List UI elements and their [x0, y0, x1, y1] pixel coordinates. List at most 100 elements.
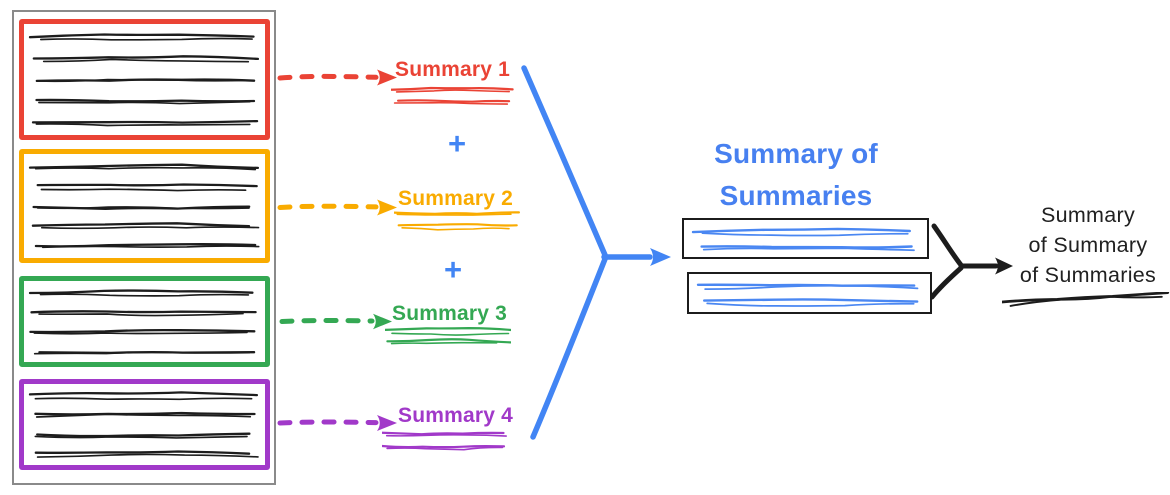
plus-sign-2: +: [443, 252, 463, 287]
document-3-arrow: [279, 318, 375, 324]
summary-1-label: Summary 1: [395, 58, 511, 81]
scribble-stroke: [30, 310, 257, 314]
scribble-stroke: [386, 446, 504, 451]
merge-arrowhead-icon: [650, 248, 671, 266]
scribble-stroke: [31, 119, 259, 124]
summary-3-scribble: [385, 326, 511, 345]
scribble-stroke: [36, 206, 250, 210]
scribble-stroke: [34, 435, 248, 439]
document-1-arrow: [277, 73, 379, 81]
scribble-stroke: [396, 213, 512, 216]
scribble-stroke: [386, 338, 511, 344]
sos-title-line2: Summaries: [719, 180, 873, 211]
scribble-stroke: [691, 227, 911, 234]
scribble-stroke: [40, 188, 247, 192]
document-box-3: [19, 276, 270, 367]
scribble-stroke: [41, 245, 260, 249]
final-merge-line-top: [931, 223, 964, 268]
scribble-stroke: [36, 453, 259, 458]
scribble-stroke: [28, 289, 254, 295]
summary-of-summaries-box-2: [687, 272, 932, 314]
sos-title-line1: Summary of: [714, 138, 878, 169]
scribble-stroke: [31, 222, 251, 228]
final-summary-underline-scribble: [1002, 292, 1170, 307]
scribble-stroke: [38, 100, 251, 105]
scribble-stroke: [28, 163, 260, 170]
scribble-stroke: [391, 86, 514, 91]
merge-line-top: [521, 65, 608, 258]
final-summary-line1: Summary: [1040, 203, 1136, 227]
scribble-stroke: [35, 98, 256, 103]
document-4-arrow: [277, 419, 379, 426]
summary-2-label: Summary 2: [398, 187, 514, 210]
scribble-stroke: [696, 283, 916, 287]
document-3-text-scribbles: [28, 289, 257, 355]
final-merge-arrowhead-icon: [995, 257, 1013, 275]
scribble-stroke: [34, 411, 256, 416]
final-summary-label: Summary of Summary of Summaries: [1003, 200, 1170, 290]
scribble-stroke: [393, 101, 509, 105]
scribble-stroke: [382, 431, 505, 436]
scribble-stroke: [706, 302, 915, 307]
scribble-stroke: [34, 450, 251, 455]
scribble-stroke: [700, 245, 913, 249]
scribble-stroke: [397, 99, 511, 103]
scribble-stroke: [33, 331, 248, 335]
sos-box-2-scribbles: [696, 283, 919, 307]
scribble-stroke: [39, 37, 253, 41]
merge-line-bottom: [530, 256, 608, 440]
final-summary-line3: of Summaries: [1019, 263, 1157, 287]
scribble-stroke: [35, 413, 252, 418]
plus-sign-1: +: [447, 126, 467, 161]
scribble-stroke: [397, 223, 518, 227]
scribble-stroke: [701, 232, 909, 237]
scribble-stroke: [704, 284, 919, 290]
scribble-stroke: [395, 89, 510, 93]
scribble-stroke: [40, 226, 260, 230]
scribble-stroke: [32, 55, 260, 61]
scribble-stroke: [34, 166, 257, 171]
scribble-stroke: [28, 391, 259, 397]
document-2-text-scribbles: [28, 163, 260, 249]
scribble-stroke: [385, 434, 507, 437]
scribble-stroke: [33, 351, 251, 355]
scribble-stroke: [1009, 295, 1163, 307]
document-box-2: [19, 149, 270, 263]
scribble-stroke: [391, 332, 510, 336]
scribble-stroke: [38, 312, 244, 317]
scribble-stroke: [35, 78, 250, 83]
scribble-stroke: [36, 432, 251, 438]
scribble-stroke: [34, 397, 253, 401]
document-box-4: [19, 379, 270, 470]
final-summary-line2: of Summary: [1028, 233, 1148, 257]
scribble-stroke: [29, 328, 256, 334]
document-2-arrowhead-icon: [377, 199, 397, 216]
summary-4-label: Summary 4: [398, 404, 514, 427]
document-box-1: [19, 19, 270, 140]
summary-2-scribble: [394, 211, 520, 231]
scribble-stroke: [35, 123, 251, 127]
scribble-stroke: [1002, 292, 1170, 304]
sos-box-1-scribbles: [691, 227, 915, 252]
scribble-stroke: [702, 247, 915, 252]
scribble-stroke: [401, 227, 510, 231]
scribble-stroke: [42, 58, 250, 63]
scribble-stroke: [28, 33, 255, 39]
summary-3-label: Summary 3: [392, 302, 508, 325]
scribble-stroke: [390, 341, 498, 345]
document-2-arrow: [277, 203, 379, 210]
summary-of-summaries-box-1: [682, 218, 929, 259]
document-4-arrowhead-icon: [377, 415, 397, 431]
source-documents-container: [12, 10, 276, 485]
scribble-stroke: [385, 326, 511, 332]
scribble-stroke: [382, 444, 506, 449]
final-merge-line-bottom: [929, 265, 964, 300]
document-4-text-scribbles: [28, 391, 259, 458]
document-1-arrowhead-icon: [377, 69, 397, 86]
scribble-stroke: [39, 293, 250, 297]
summary-4-scribble: [382, 431, 507, 451]
summary-1-scribble: [391, 86, 514, 105]
summary-of-summaries-title: Summary of Summaries: [700, 133, 892, 217]
